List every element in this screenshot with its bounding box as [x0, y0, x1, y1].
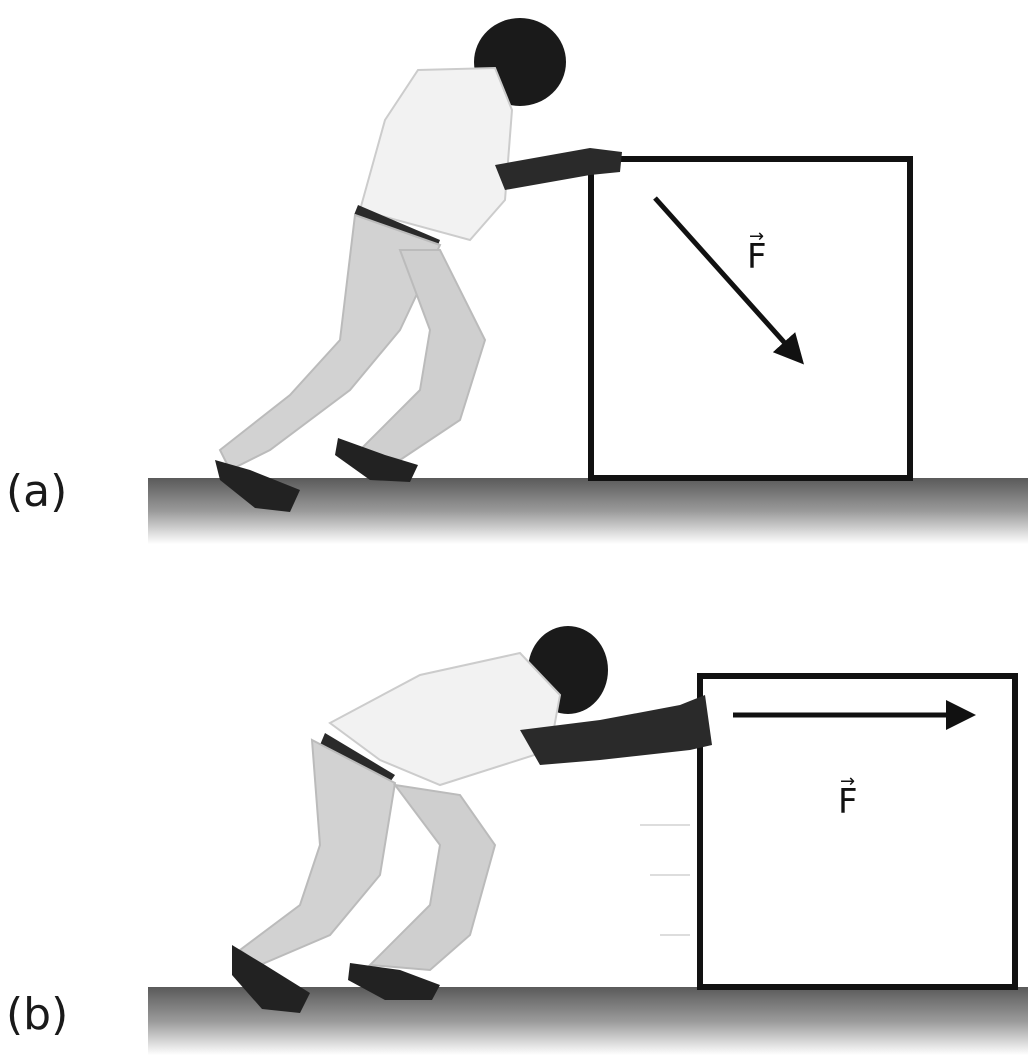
person-pushing-horizontal-icon [232, 626, 712, 1013]
force-symbol: F [838, 782, 858, 822]
vector-arrow-icon: → [749, 226, 765, 247]
force-label-a: → F [747, 228, 767, 277]
box [697, 673, 1018, 990]
panel-label-a: (a) [6, 466, 68, 517]
motion-lines [640, 824, 690, 936]
force-symbol: F [747, 237, 767, 277]
panel-b-drawing [148, 626, 1028, 1055]
panel-a-drawing [148, 18, 1028, 544]
panel-a: (a) → F [6, 18, 1028, 544]
panel-b: (b) → F [0, 545, 1028, 1055]
force-arrow [653, 196, 805, 365]
force-label-b: → F [838, 773, 858, 822]
vector-arrow-icon: → [840, 771, 856, 792]
panel-label-b: (b) [6, 989, 69, 1040]
box [588, 156, 913, 481]
person-pushing-down-icon [215, 18, 622, 512]
